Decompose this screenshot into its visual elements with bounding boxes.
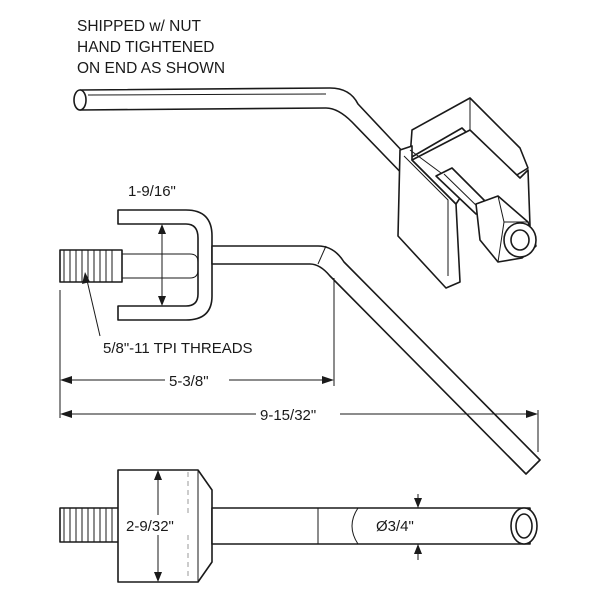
top-threaded-end [59, 249, 123, 283]
side-rod [211, 507, 531, 545]
note-line-3: ON END AS SHOWN [77, 60, 225, 77]
iso-rod-end [73, 89, 87, 111]
jaw-opening-dimension: 1-9/16" [128, 183, 176, 306]
iso-rod [79, 87, 421, 185]
note-line-2: HAND TIGHTENED [77, 39, 215, 56]
overall-length-label: 9-15/32" [260, 407, 316, 424]
iso-yoke-side [397, 145, 461, 289]
offset-length-dimension: 5-3/8" [59, 278, 335, 418]
isometric-view [73, 87, 537, 289]
top-thread-lines [63, 250, 113, 282]
thread-spec-label: 5/8"-11 TPI THREADS [103, 340, 253, 357]
rod-diameter-label: Ø3/4" [376, 518, 414, 535]
thread-callout: 5/8"-11 TPI THREADS [82, 272, 253, 357]
block-height-dimension: 2-9/32" [122, 470, 192, 582]
jaw-opening-label: 1-9/16" [128, 183, 176, 200]
side-threaded-end [59, 507, 121, 543]
top-yoke [117, 209, 213, 321]
top-view: 1-9/16" 5/8"-11 TPI THREADS 5-3/8" 9-15/… [59, 183, 541, 475]
note-line-1: SHIPPED w/ NUT [77, 18, 202, 35]
offset-length-label: 5-3/8" [169, 373, 209, 390]
block-height-label: 2-9/32" [126, 518, 174, 535]
overall-length-dimension: 9-15/32" [60, 404, 539, 452]
side-view: 2-9/32" Ø3/4" [59, 469, 538, 583]
rod-diameter-dimension: Ø3/4" [376, 494, 422, 560]
top-rod [211, 245, 541, 475]
side-thread-lines [63, 508, 113, 542]
